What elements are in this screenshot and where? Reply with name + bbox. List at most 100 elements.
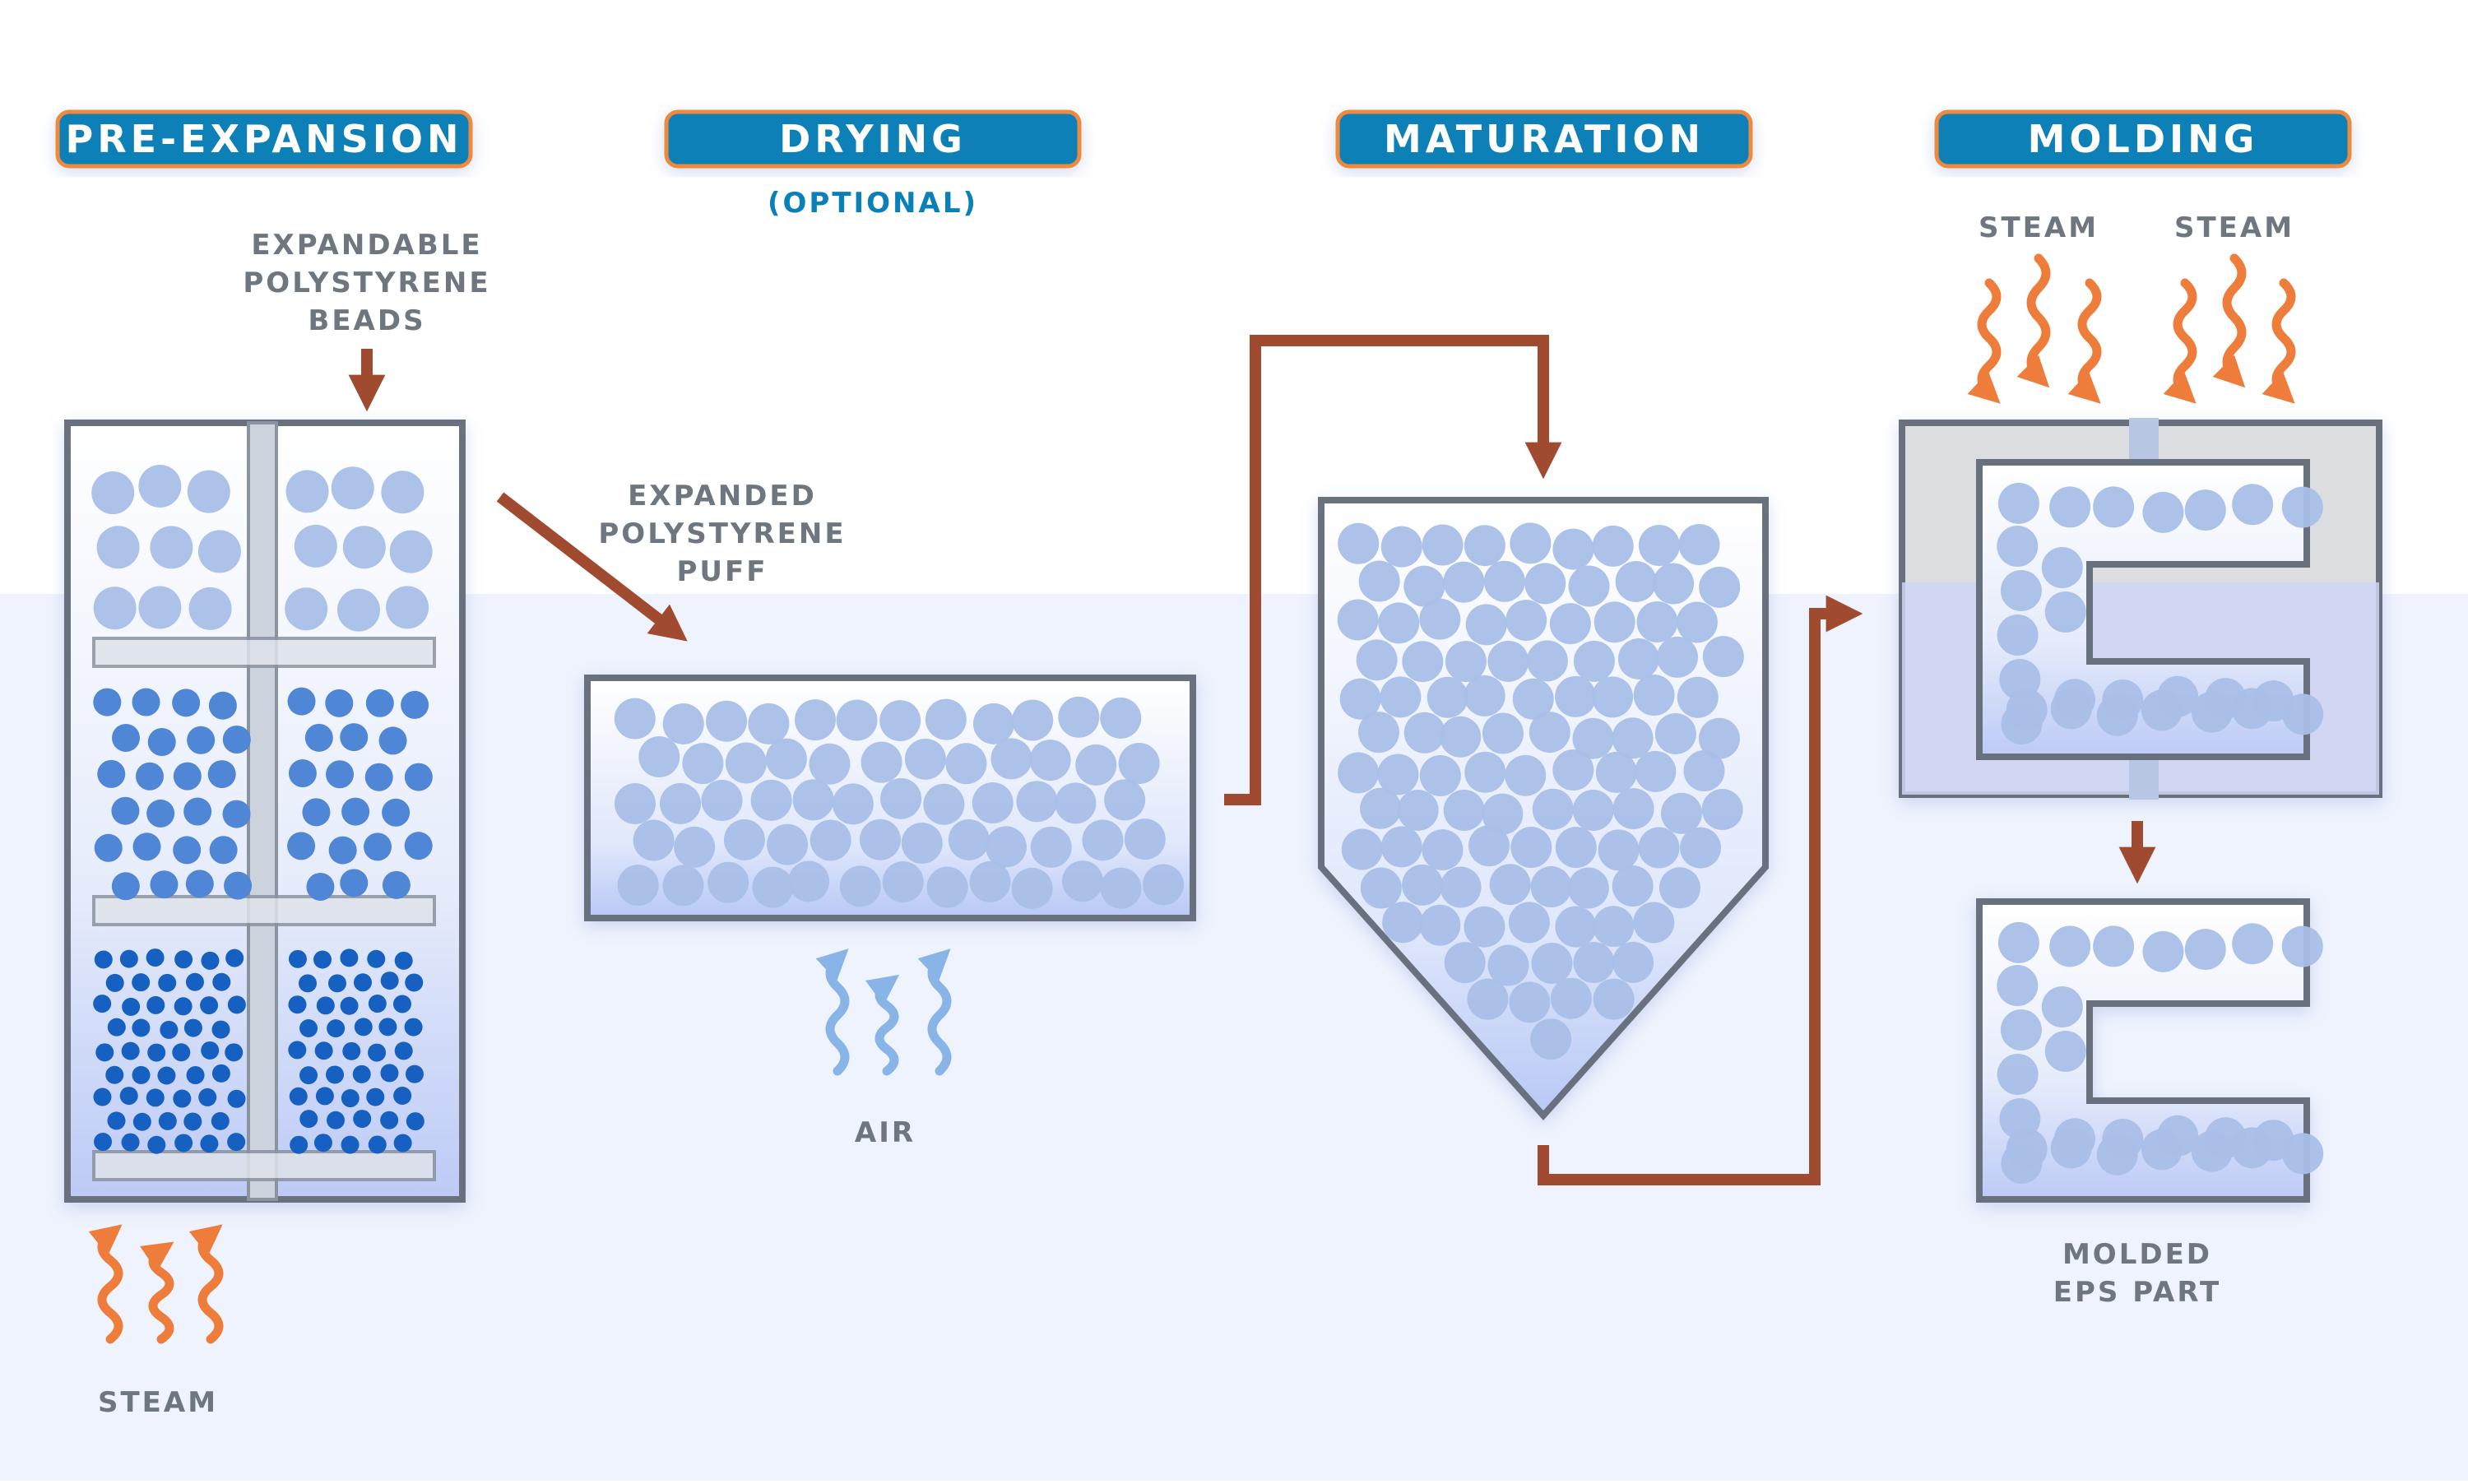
svg-text:MOLDED: MOLDED bbox=[2062, 1238, 2212, 1271]
bead bbox=[1678, 524, 1720, 566]
bead bbox=[2049, 925, 2091, 967]
bead bbox=[225, 1043, 244, 1062]
bead bbox=[1100, 697, 1142, 739]
bead bbox=[1482, 712, 1524, 754]
bead bbox=[1505, 754, 1547, 796]
bead bbox=[2102, 1118, 2144, 1160]
bead bbox=[1612, 941, 1654, 983]
bead bbox=[1638, 827, 1680, 869]
bead bbox=[150, 870, 179, 899]
bead bbox=[1338, 522, 1380, 564]
bead bbox=[201, 1041, 220, 1060]
bead bbox=[1555, 906, 1597, 948]
bead bbox=[1526, 640, 1568, 682]
bead bbox=[1510, 522, 1552, 564]
maturation-silo bbox=[1318, 497, 1769, 1121]
bead bbox=[381, 471, 424, 514]
bead bbox=[211, 1064, 230, 1083]
bead bbox=[107, 1018, 126, 1036]
bead bbox=[1464, 525, 1505, 567]
bead bbox=[354, 1018, 373, 1036]
bead bbox=[198, 1087, 217, 1106]
bead bbox=[659, 782, 701, 824]
bead bbox=[861, 741, 902, 783]
bead bbox=[2205, 678, 2247, 720]
label-molded-part: MOLDED EPS PART bbox=[2053, 1238, 2221, 1309]
bead bbox=[2157, 675, 2199, 717]
bead bbox=[187, 726, 216, 754]
bead bbox=[1555, 827, 1597, 869]
bead bbox=[158, 973, 177, 992]
bead bbox=[405, 973, 424, 992]
bead bbox=[926, 866, 968, 908]
bead bbox=[135, 762, 164, 791]
bead bbox=[1509, 981, 1551, 1023]
bead bbox=[389, 530, 433, 573]
flow-arrow-icon bbox=[1224, 335, 1562, 805]
bead bbox=[160, 1020, 179, 1039]
bead bbox=[1012, 699, 1054, 741]
bead bbox=[227, 995, 246, 1014]
bead bbox=[94, 833, 123, 862]
bead bbox=[304, 723, 333, 752]
bead bbox=[1997, 614, 2039, 656]
bead bbox=[1377, 754, 1419, 795]
bead bbox=[1402, 864, 1444, 906]
bead bbox=[185, 972, 204, 991]
svg-text:EXPANDABLE: EXPANDABLE bbox=[251, 229, 482, 262]
bead bbox=[1676, 601, 1718, 643]
bead bbox=[662, 703, 704, 744]
bead bbox=[2006, 1128, 2048, 1170]
bead bbox=[1489, 864, 1531, 906]
bead bbox=[750, 779, 792, 821]
steam-wave-icon bbox=[2212, 253, 2247, 388]
bead bbox=[923, 783, 965, 825]
bead bbox=[316, 996, 335, 1015]
bead bbox=[1378, 602, 1420, 644]
bead bbox=[1016, 781, 1058, 823]
bead bbox=[91, 471, 135, 515]
bead bbox=[105, 1065, 124, 1084]
bead bbox=[1055, 782, 1097, 824]
bead bbox=[107, 1111, 126, 1130]
bead bbox=[132, 832, 161, 861]
bead bbox=[1573, 942, 1615, 984]
bead bbox=[393, 1134, 412, 1152]
bead bbox=[1997, 1054, 2039, 1095]
bead bbox=[211, 1111, 230, 1130]
bead bbox=[1360, 787, 1402, 829]
bead bbox=[2232, 484, 2274, 526]
bead bbox=[172, 689, 201, 717]
bead bbox=[1550, 977, 1592, 1019]
bead bbox=[682, 743, 724, 785]
bead bbox=[288, 1041, 307, 1060]
bead bbox=[1997, 482, 2039, 524]
bead bbox=[1638, 525, 1680, 567]
bead bbox=[150, 526, 193, 569]
bead bbox=[1337, 599, 1379, 641]
bead bbox=[289, 1087, 308, 1106]
bead bbox=[1555, 675, 1597, 717]
bead bbox=[1029, 740, 1071, 781]
bead bbox=[1338, 752, 1380, 794]
bead bbox=[1530, 866, 1572, 908]
bead bbox=[2041, 986, 2083, 1027]
flow-arrow-icon bbox=[496, 492, 688, 642]
bead bbox=[836, 699, 878, 741]
svg-text:POLYSTYRENE: POLYSTYRENE bbox=[598, 517, 846, 550]
bead bbox=[146, 799, 175, 828]
svg-text:EPS PART: EPS PART bbox=[2053, 1276, 2221, 1309]
bead bbox=[174, 950, 193, 969]
bead bbox=[617, 865, 659, 907]
bead bbox=[788, 860, 830, 902]
bead bbox=[173, 836, 202, 865]
air-wave-icon bbox=[865, 974, 900, 1076]
bead bbox=[1360, 867, 1402, 909]
bead bbox=[1422, 524, 1464, 566]
bead bbox=[879, 700, 921, 742]
bead bbox=[111, 872, 140, 901]
bead bbox=[1508, 902, 1550, 944]
stage-subtitle-drying: (OPTIONAL) bbox=[768, 187, 978, 220]
bead bbox=[767, 823, 809, 865]
bead bbox=[2000, 570, 2042, 611]
